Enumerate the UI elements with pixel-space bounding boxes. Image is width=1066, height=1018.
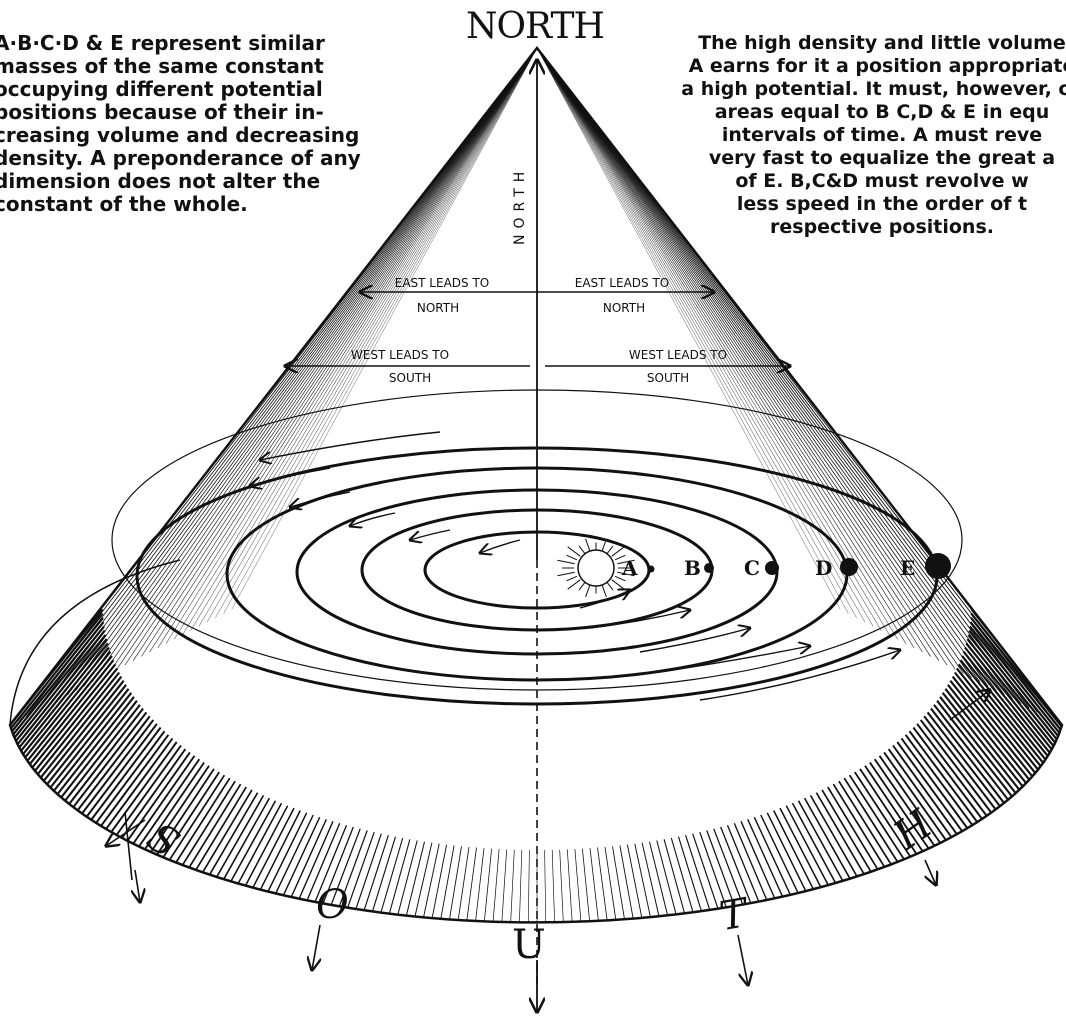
left-note-line: density. A preponderance of any	[0, 147, 361, 170]
body-label-b: B	[684, 556, 701, 580]
title: NORTH	[455, 6, 615, 47]
right-note-line: very fast to equalize the great a	[652, 147, 1066, 170]
right-note-line: less speed in the order of t	[652, 193, 1066, 216]
west-left-label-1: WEST LEADS TO	[351, 348, 449, 362]
left-note-line: occupying different potential	[0, 78, 361, 101]
east-right-label-2: NORTH	[603, 301, 645, 315]
east-right-label-1: EAST LEADS TO	[575, 276, 669, 290]
body-b	[704, 563, 714, 573]
right-note-line: intervals of time. A must reve	[652, 124, 1066, 147]
west-right-label-1: WEST LEADS TO	[629, 348, 727, 362]
left-note: A·B·C·D & E represent similar masses of …	[0, 32, 361, 216]
right-note-line: A earns for it a position appropriate	[652, 55, 1066, 78]
south-letter-o: O	[316, 882, 349, 928]
body-e	[925, 553, 951, 579]
body-d	[840, 558, 858, 576]
right-note-line: respective positions.	[652, 216, 1066, 239]
body-a	[648, 566, 655, 573]
axis-label: NORTH	[512, 166, 528, 245]
west-right-label-2: SOUTH	[647, 371, 689, 385]
east-left-label-2: NORTH	[417, 301, 459, 315]
left-note-line: creasing volume and decreasing	[0, 124, 361, 147]
right-note: The high density and little volume A ear…	[652, 32, 1066, 239]
body-label-c: C	[744, 556, 760, 580]
right-note-line: areas equal to B C,D & E in equ	[652, 101, 1066, 124]
south-letter-u: U	[512, 922, 546, 968]
right-note-line: of E. B,C&D must revolve w	[652, 170, 1066, 193]
body-label-d: D	[815, 556, 832, 580]
right-note-line: a high potential. It must, however, co	[652, 78, 1066, 101]
left-note-line: constant of the whole.	[0, 193, 361, 216]
body-label-a: A	[621, 556, 638, 580]
east-left-label-1: EAST LEADS TO	[395, 276, 489, 290]
axis-label-group: NORTH	[512, 166, 528, 245]
west-left-label-2: SOUTH	[389, 371, 431, 385]
left-note-line: positions because of their in-	[0, 101, 361, 124]
body-label-e: E	[900, 556, 915, 580]
right-note-line: The high density and little volume	[652, 32, 1066, 55]
left-note-line: dimension does not alter the	[0, 170, 361, 193]
left-note-line: A·B·C·D & E represent similar	[0, 32, 361, 55]
left-note-line: masses of the same constant	[0, 55, 361, 78]
body-c	[765, 561, 779, 575]
